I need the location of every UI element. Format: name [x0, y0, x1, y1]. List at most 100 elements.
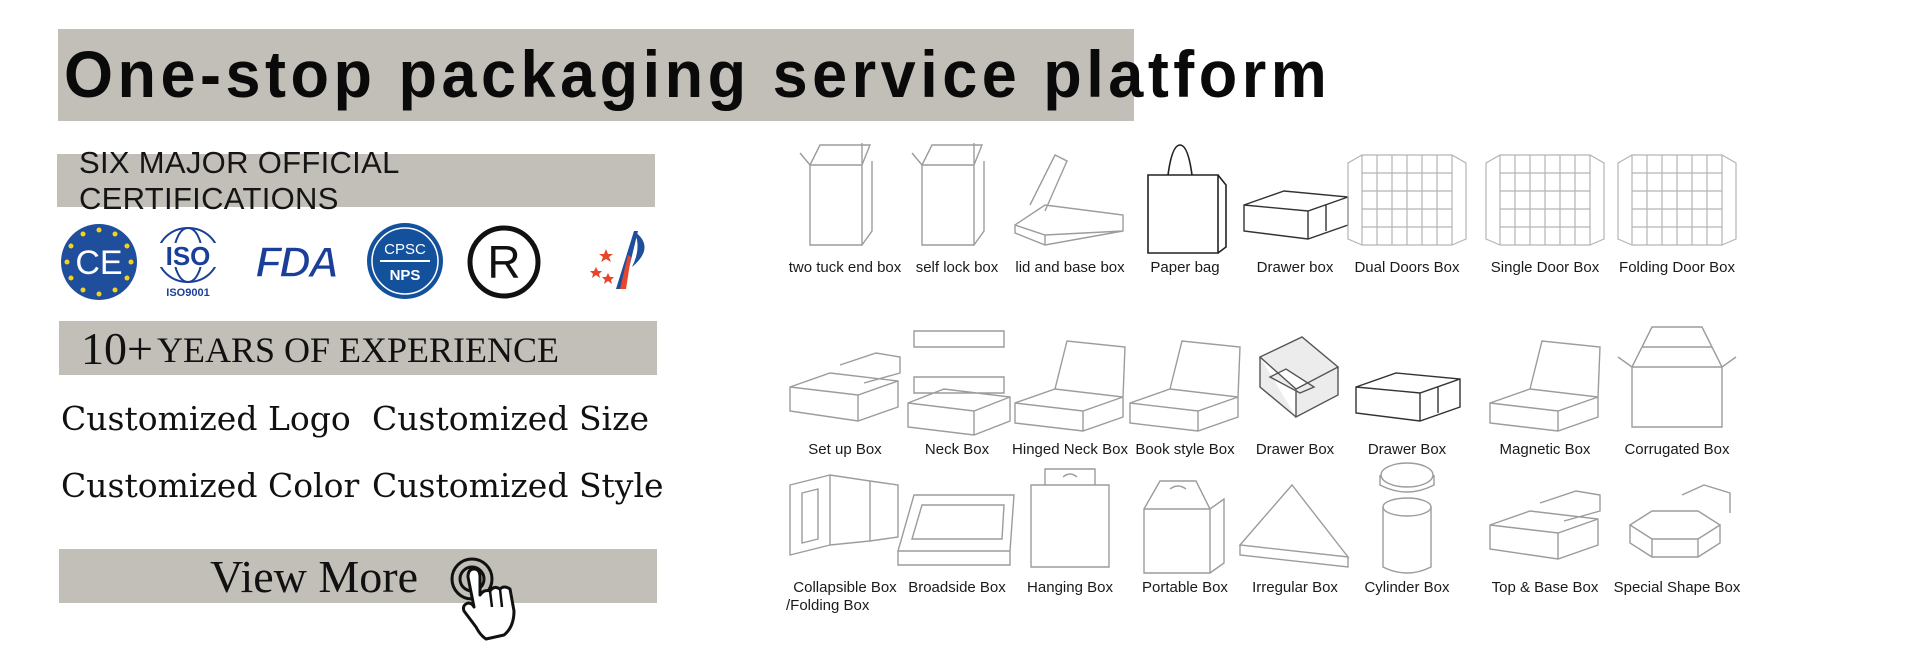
box-item: Book style Box [1120, 317, 1250, 459]
hinged-box-icon [1014, 340, 1126, 432]
box-item: Collapsible Box/Folding Box [780, 455, 910, 615]
registered-logo-text: R [487, 236, 520, 288]
box-label: Neck Box [924, 441, 990, 458]
hanging-box-icon [1030, 468, 1110, 568]
box-label: Set up Box [808, 441, 882, 458]
drawer-open-box-icon [1258, 336, 1340, 419]
customized-color: Customized Color [61, 466, 360, 505]
cpsc-logo-sub: NPS [390, 267, 421, 284]
box-label: Corrugated Box [1624, 441, 1730, 458]
iso-logo-sub: ISO9001 [166, 287, 209, 299]
box-item: Broadside Box [892, 455, 1022, 597]
box-label: Drawer box [1256, 259, 1334, 276]
box-item: Folding Door Box [1612, 135, 1742, 277]
bag-box-icon [1147, 144, 1227, 254]
box-item: Set up Box [780, 317, 910, 459]
title-banner: One-stop packaging service platform [58, 29, 1327, 121]
brand-logo [590, 231, 645, 289]
hinged-box-icon [1489, 340, 1601, 432]
fda-logo-text: FDA [255, 239, 337, 283]
box-label: Single Door Box [1490, 259, 1600, 276]
tuck-box-icon [799, 143, 873, 246]
box-label: Dual Doors Box [1354, 259, 1460, 276]
cpsc-logo: CPSC NPS [367, 223, 443, 299]
cpsc-logo-text: CPSC [384, 241, 426, 258]
box-item: Hinged Neck Box [1005, 317, 1135, 459]
box-label: Top & Base Box [1491, 579, 1599, 596]
neck-box-icon [907, 330, 1011, 436]
customized-logo: Customized Logo [61, 399, 351, 438]
customized-style: Customized Style [372, 466, 664, 505]
view-more-label: View More [210, 550, 419, 602]
view-more-button[interactable]: View More [59, 549, 657, 603]
grid-door-box-icon [1617, 154, 1737, 246]
box-item: Hanging Box [1005, 455, 1135, 597]
box-label: Hinged Neck Box [1012, 441, 1128, 458]
hexagon-box-icon [1628, 484, 1731, 558]
iso-logo: ISO ISO9001 [154, 227, 222, 299]
registered-logo: R [467, 225, 541, 299]
box-item: self lock box [892, 135, 1022, 277]
lid-box-box-icon [1489, 490, 1601, 560]
lid-box-box-icon [789, 352, 901, 422]
box-label: Hanging Box [1027, 579, 1113, 596]
box-label: Drawer Box [1255, 441, 1335, 458]
box-item: Corrugated Box [1612, 317, 1742, 459]
box-label: Book style Box [1135, 441, 1235, 458]
box-label: Portable Box [1142, 579, 1228, 596]
box-label: self lock box [915, 259, 999, 276]
box-label: Drawer Box [1367, 441, 1447, 458]
customized-size: Customized Size [372, 399, 650, 438]
box-label-line2: /Folding Box [786, 597, 870, 614]
experience-banner: 10+ YEARS OF EXPERIENCE [59, 321, 657, 375]
certifications-banner: SIX MAJOR OFFICIAL CERTIFICATIONS [57, 145, 655, 216]
box-item: Neck Box [892, 317, 1022, 459]
box-item: two tuck end box [780, 135, 910, 277]
box-item: Cylinder Box [1342, 455, 1472, 597]
triangle-box-icon [1238, 483, 1350, 568]
box-label: Irregular Box [1252, 579, 1338, 596]
corrugated-box-icon [1617, 326, 1737, 428]
box-style-grid: two tuck end box self lock box lid and bas… [780, 135, 1800, 615]
grid-door-box-icon [1347, 154, 1467, 246]
certification-logos: CE ISO ISO9001 FDA CPSC NPS R [58, 221, 658, 301]
certifications-heading: SIX MAJOR OFFICIAL CERTIFICATIONS [79, 144, 399, 216]
experience-text: YEARS OF EXPERIENCE [156, 330, 559, 370]
box-item: Top & Base Box [1480, 455, 1610, 597]
box-item: Drawer box [1230, 135, 1360, 277]
box-item: Dual Doors Box [1342, 135, 1472, 277]
box-label: lid and base box [1015, 259, 1125, 276]
box-label: Cylinder Box [1364, 579, 1450, 596]
box-label: Paper bag [1150, 259, 1220, 276]
box-label: Folding Door Box [1619, 259, 1735, 276]
box-label: Special Shape Box [1613, 579, 1741, 596]
collapsible-box-icon [789, 474, 899, 556]
box-item: Paper bag [1120, 135, 1250, 277]
box-item: Portable Box [1120, 455, 1250, 597]
tray-box-icon [897, 494, 1015, 566]
box-item: Special Shape Box [1612, 455, 1742, 597]
portable-box-icon [1143, 480, 1225, 574]
box-item: Irregular Box [1230, 455, 1360, 597]
hinged-box-icon [1129, 340, 1241, 432]
ce-logo: CE [61, 224, 137, 300]
drawer-box-icon [1355, 372, 1461, 422]
fda-logo: FDA [255, 239, 341, 283]
pointer-hand-icon [450, 557, 516, 641]
box-item: lid and base box [1005, 135, 1135, 277]
box-item: Drawer Box [1342, 317, 1472, 459]
box-label: Broadside Box [908, 579, 1006, 596]
page-title: One-stop packaging service platform [64, 38, 1332, 112]
experience-number: 10+ [81, 322, 153, 374]
flat-open-box-icon [1014, 154, 1124, 246]
box-item: Magnetic Box [1480, 317, 1610, 459]
tuck-box-icon [911, 143, 985, 246]
box-label: Magnetic Box [1499, 441, 1591, 458]
box-item: Single Door Box [1480, 135, 1610, 277]
drawer-box-icon [1243, 190, 1349, 240]
box-label: two tuck end box [788, 259, 902, 276]
iso-logo-text: ISO [166, 241, 211, 271]
box-item: Drawer Box [1230, 317, 1360, 459]
cylinder-box-icon [1379, 462, 1435, 574]
ce-logo-text: CE [75, 244, 122, 282]
